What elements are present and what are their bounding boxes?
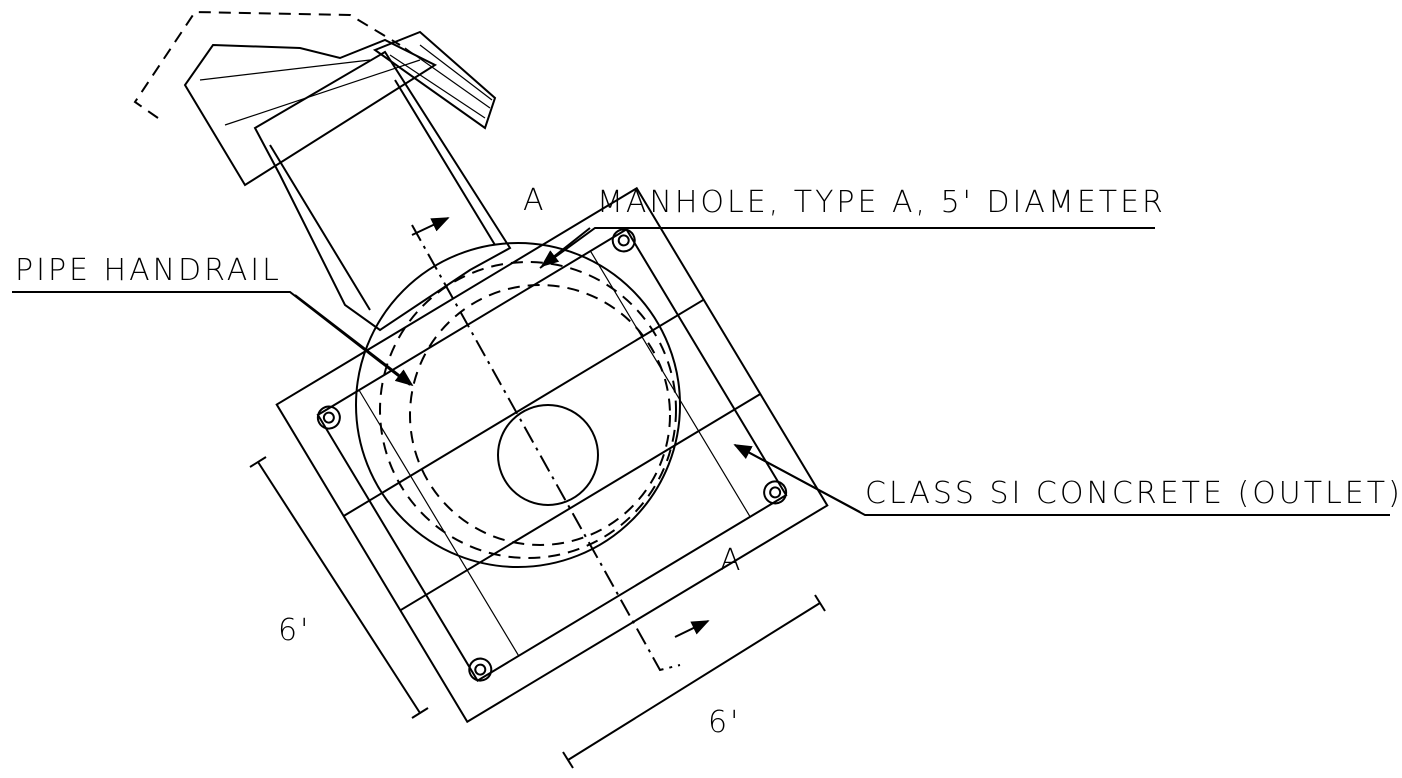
- rail-inner-left: [269, 144, 371, 311]
- concrete-pad: [275, 186, 829, 724]
- handrail-post: [316, 405, 341, 430]
- manhole-inner-dashed: [379, 261, 677, 559]
- rail-inner-right: [394, 79, 496, 246]
- section-label-top: A: [523, 183, 547, 218]
- handrail-leader: [12, 291, 411, 386]
- outlet-wedge: [372, 30, 497, 130]
- manhole-leader-arrow: [540, 227, 591, 268]
- headwall-rebar-line: [224, 59, 421, 126]
- manhole-outer-circle: [355, 242, 681, 568]
- manhole-cover: [497, 404, 599, 506]
- section-arrow-top: [411, 217, 450, 236]
- headwall-concrete: [183, 38, 438, 187]
- handrail-label: PIPE HANDRAIL: [15, 253, 282, 288]
- handrail-post: [611, 228, 636, 253]
- manhole-label: MANHOLE, TYPE A, 5' DIAMETER: [597, 185, 1166, 220]
- section-arrow-bottom: [674, 620, 710, 638]
- concrete-label: CLASS SI CONCRETE (OUTLET): [865, 476, 1402, 511]
- dimension-left-label: 6': [278, 613, 311, 648]
- handrail-leader-arrow: [294, 294, 414, 387]
- headwall-rebar-line-2: [199, 59, 371, 81]
- existing-grade-outline: [133, 10, 401, 119]
- wedge-hatch-1: [389, 54, 486, 119]
- handrail-post: [468, 657, 493, 682]
- section-cut-line: [411, 224, 681, 672]
- manhole-inner-dashed-2: [409, 284, 671, 546]
- concrete-leader-arrow: [733, 444, 861, 513]
- pipe-rail-frame: [253, 50, 512, 332]
- handrail-post: [763, 480, 788, 505]
- dimension-bottom-label: 6': [708, 705, 741, 740]
- wedge-hatch-3: [419, 44, 493, 101]
- wedge-hatch-2: [404, 47, 491, 109]
- dimension-left: [249, 456, 429, 719]
- dimension-bottom: [562, 594, 826, 769]
- section-label-bottom: A: [720, 543, 744, 578]
